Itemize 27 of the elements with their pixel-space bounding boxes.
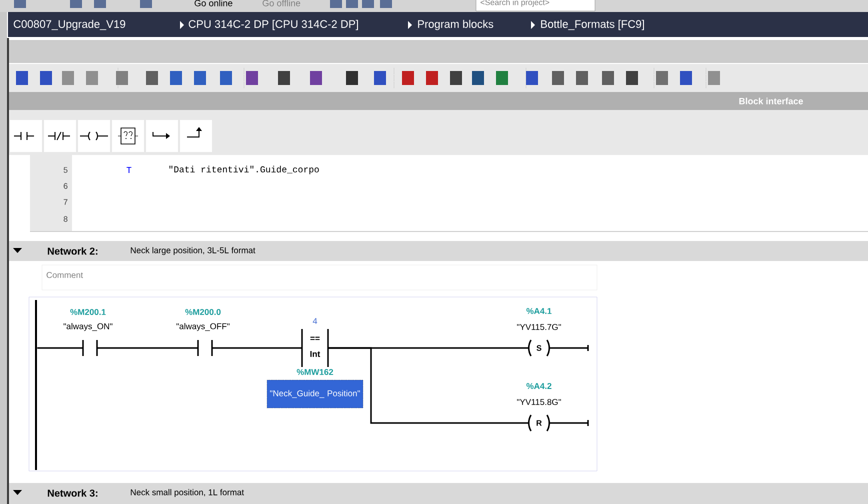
compare-instruction: 4 == Int %MW162 "Neck_Guide_ Position" xyxy=(266,318,364,408)
line-number: 6 xyxy=(64,183,68,189)
wire xyxy=(37,347,83,349)
comment-placeholder: Comment xyxy=(46,272,83,278)
line-number: 5 xyxy=(64,167,68,173)
toolbar-text: Go offline xyxy=(262,0,300,6)
node-label: == xyxy=(310,336,320,340)
breadcrumb-item: C00807_Upgrade_V19 xyxy=(14,20,126,30)
code-text: T xyxy=(126,167,132,173)
wire xyxy=(212,347,302,349)
line-number: 8 xyxy=(64,216,68,222)
code-text: "Dati ritentivi".Guide_corpo xyxy=(169,166,319,174)
node-label: %MW162 xyxy=(296,369,334,376)
wire xyxy=(97,347,198,349)
breadcrumb-item: CPU 314C-2 DP [CPU 314C-2 DP] xyxy=(188,20,358,30)
panel-title: Block interface xyxy=(739,98,803,104)
network-description: Neck small position, 1L format xyxy=(130,489,244,497)
node-label: Int xyxy=(310,351,320,357)
network-title: Network 2: xyxy=(48,247,98,255)
line-number: 7 xyxy=(64,199,68,205)
breadcrumb-item: Program blocks xyxy=(418,20,494,30)
network-description: Neck large position, 3L-5L format xyxy=(130,247,256,255)
network-title: Network 3: xyxy=(48,489,98,497)
breadcrumb-item: Bottle_Formats [FC9] xyxy=(541,20,644,30)
toolbar-text: Go online xyxy=(194,0,232,6)
wire xyxy=(328,347,529,424)
node-label: 4 xyxy=(312,318,318,324)
